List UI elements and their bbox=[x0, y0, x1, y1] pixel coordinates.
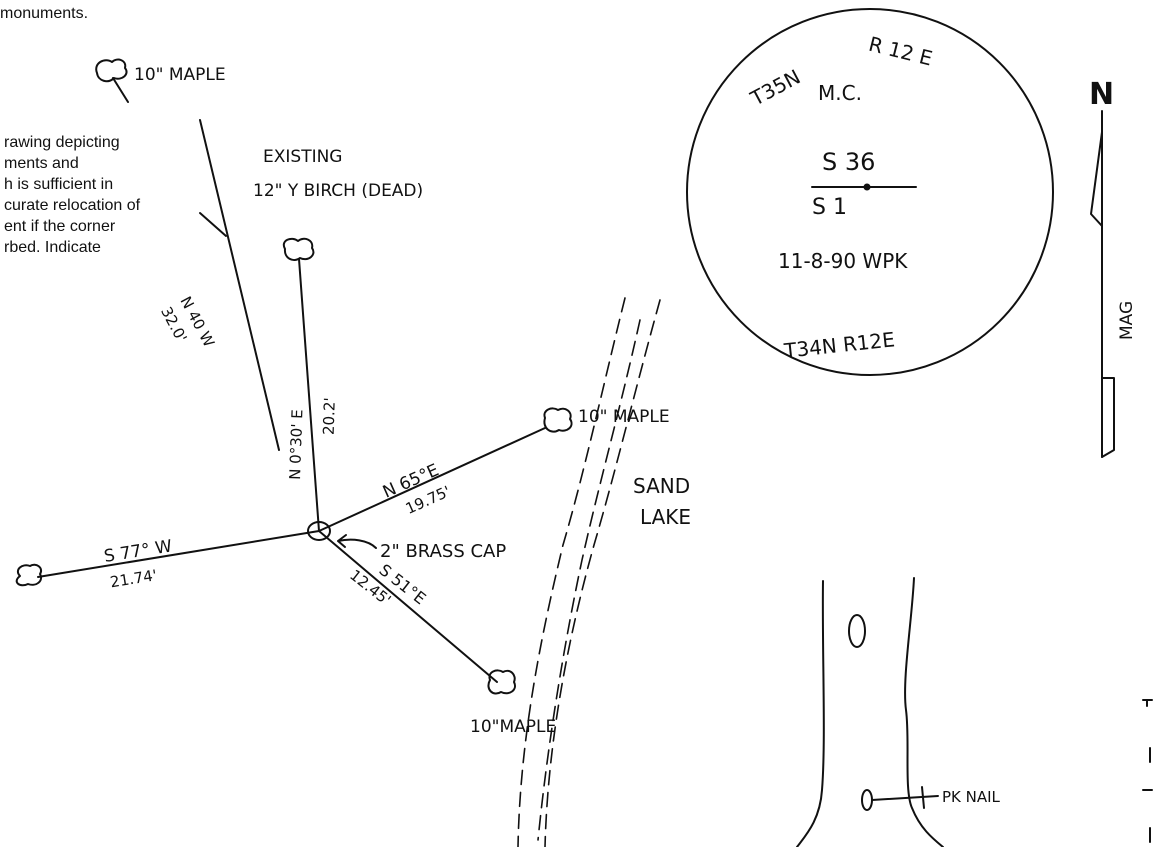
bearing-sw: S 77° W 21.74' bbox=[103, 536, 174, 591]
instruction-line: curate relocation of bbox=[4, 197, 141, 214]
long-diagonal-line bbox=[199, 119, 280, 451]
monument-label: 2" BRASS CAP bbox=[380, 541, 506, 562]
mag-label: MAG bbox=[1117, 301, 1137, 340]
culvert-icon bbox=[848, 614, 866, 648]
cap-range-top: R 12 E bbox=[866, 32, 935, 71]
instruction-line: ent if the corner bbox=[4, 218, 116, 235]
cap-date: 11-8-90 WPK bbox=[778, 249, 908, 273]
birch-label: 12" Y BIRCH (DEAD) bbox=[253, 181, 423, 201]
cap-center-dot bbox=[863, 183, 871, 191]
instruction-line: ments and bbox=[4, 155, 79, 172]
instruction-line: rbed. Indicate bbox=[4, 239, 101, 256]
north-arrow: N MAG bbox=[1089, 77, 1137, 458]
cap-section-top: S 36 bbox=[822, 148, 875, 176]
line-to-tree-left bbox=[37, 530, 320, 578]
lake-label-sand: SAND bbox=[633, 474, 690, 498]
instruction-line: rawing depicting bbox=[4, 134, 120, 151]
cap-circle bbox=[686, 8, 1054, 376]
tree-top-icon bbox=[95, 58, 129, 103]
edge-marks bbox=[1142, 699, 1153, 843]
bearing-ne-maple: N 65°E 19.75' bbox=[380, 460, 453, 518]
bearing-text: N 0°30' E bbox=[286, 409, 306, 480]
instruction-line: h is sufficient in bbox=[4, 176, 114, 193]
bearing-text: S 77° W bbox=[103, 536, 174, 567]
tree-birch-icon bbox=[282, 237, 315, 261]
distance-text: 20.2' bbox=[320, 397, 339, 435]
pk-nail-marker-icon bbox=[861, 789, 873, 811]
lake-label-lake: LAKE bbox=[640, 505, 691, 529]
maple-bottom-label: 10"MAPLE bbox=[470, 717, 556, 737]
pk-nail-label: PK NAIL bbox=[942, 788, 1001, 806]
cap-face: T35N R 12 E M.C. S 36 S 1 11-8-90 WPK T3… bbox=[686, 8, 1054, 376]
maple-right-label: 10" MAPLE bbox=[578, 407, 670, 427]
line-to-maple-bottom bbox=[318, 530, 498, 683]
cap-township-bottom: T34N R12E bbox=[782, 327, 896, 363]
cap-section-bottom: S 1 bbox=[812, 195, 847, 220]
line-to-birch bbox=[298, 258, 320, 532]
cap-meridian: M.C. bbox=[818, 81, 862, 105]
tree-maple-right-icon bbox=[543, 407, 573, 433]
bearing-ne-birch: N 0°30' E 20.2' bbox=[286, 397, 339, 480]
tree-left-icon bbox=[15, 563, 42, 587]
existing-label: EXISTING bbox=[263, 147, 342, 167]
bearing-nw: N 40 W 32.0' bbox=[157, 293, 218, 350]
cap-township-top: T35N bbox=[746, 65, 805, 111]
shoreline bbox=[517, 297, 661, 847]
top-text-fragment: monuments. bbox=[0, 5, 89, 22]
north-label: N bbox=[1089, 77, 1114, 112]
tree-maple-bottom-icon bbox=[487, 669, 516, 695]
road-detail: PK NAIL bbox=[796, 577, 1001, 847]
top-tree-label: 10" MAPLE bbox=[134, 65, 226, 85]
brass-cap-monument bbox=[307, 521, 331, 541]
distance-text: 21.74' bbox=[109, 566, 158, 591]
instruction-pointer-line bbox=[199, 212, 227, 237]
arrow-icon bbox=[337, 534, 377, 549]
line-to-maple-right bbox=[318, 427, 546, 532]
